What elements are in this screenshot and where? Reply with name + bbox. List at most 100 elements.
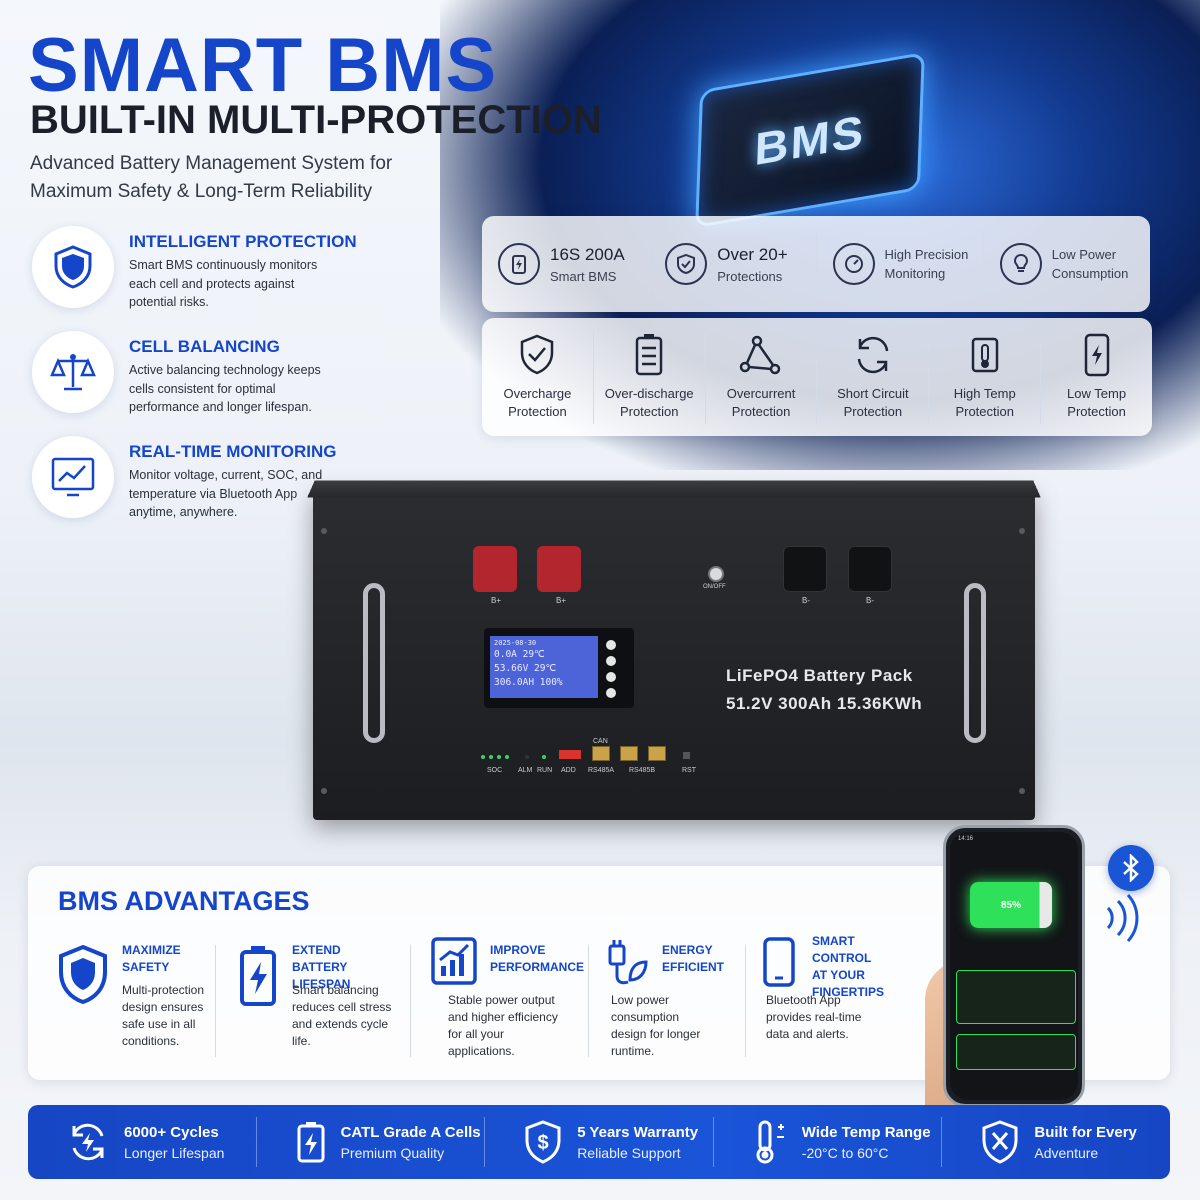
port-label: ADD	[561, 767, 576, 774]
feature-title: INTELLIGENT PROTECTION	[129, 232, 357, 251]
chip-label: BMS	[753, 104, 867, 176]
battery-top-edge	[307, 480, 1041, 498]
gauge-icon	[832, 243, 875, 285]
terminal-label: B+	[556, 596, 567, 605]
screw	[1019, 528, 1025, 534]
chart-monitor-icon	[32, 436, 114, 518]
positive-terminal	[473, 546, 517, 592]
divider	[215, 945, 216, 1057]
terminal-label: B-	[866, 596, 874, 605]
lcd-up-button[interactable]	[606, 672, 616, 682]
run-led	[542, 755, 546, 759]
right-handle	[964, 583, 986, 743]
alm-led	[525, 755, 529, 759]
lcd-menu-button[interactable]	[606, 640, 616, 650]
phone-time: 14:16	[958, 836, 974, 842]
battery-bolt-icon	[498, 243, 540, 285]
svg-text:$: $	[538, 1132, 549, 1154]
screw	[321, 788, 327, 794]
chart-up-icon	[431, 937, 477, 985]
bluetooth-icon	[1108, 845, 1154, 891]
battery-bolt-icon	[240, 946, 276, 1006]
spec-item: Over 20+Protections	[649, 234, 817, 294]
battery-bolt-icon	[297, 1122, 325, 1163]
port-label: RUN	[537, 767, 553, 774]
onoff-label: ON/OFF	[703, 584, 726, 590]
port-label: RS485A	[588, 767, 615, 774]
soc-led	[505, 755, 509, 759]
dollar-shield-icon: $	[525, 1120, 561, 1164]
lcd-display: 2025-08-30 0.0A 29℃ 53.66V 29℃ 306.0AH 1…	[484, 628, 634, 708]
lcd-screen: 2025-08-30 0.0A 29℃ 53.66V 29℃ 306.0AH 1…	[490, 636, 598, 698]
low-power-icon	[999, 243, 1042, 285]
port-label: RST	[682, 767, 696, 774]
screw	[321, 528, 327, 534]
plug-leaf-icon	[608, 940, 648, 985]
port-label: RS485B	[629, 767, 656, 774]
shield-tools-icon	[982, 1120, 1018, 1164]
battery-pack: B+ B+ B- B- ON/OFF 2025-08-30 0.0A 29℃ 5…	[307, 480, 1041, 820]
reset-button[interactable]	[683, 752, 690, 759]
power-button[interactable]	[708, 566, 724, 582]
shield-icon	[59, 944, 107, 1005]
port-label: SOC	[487, 767, 503, 774]
negative-terminal	[783, 546, 827, 592]
shield-check-icon	[665, 243, 708, 285]
port-label: CAN	[593, 738, 608, 745]
soc-led	[497, 755, 501, 759]
soc-led	[489, 755, 493, 759]
phone-bolt-icon	[1084, 333, 1109, 377]
bottom-item: Wide Temp Range-20°C to 60°C	[714, 1117, 943, 1167]
battery-soc-graphic: 85%	[970, 882, 1052, 928]
rs485b-port[interactable]	[648, 746, 666, 761]
port-label: ALM	[518, 767, 533, 774]
app-screen: 14:16 85%	[950, 832, 1078, 1100]
rs485a-port[interactable]	[620, 746, 638, 761]
divider	[410, 945, 411, 1057]
divider	[745, 945, 746, 1057]
page-subtitle: BUILT-IN MULTI-PROTECTION	[30, 98, 602, 142]
feature-text: Monitor voltage, current, SOC, and tempe…	[129, 468, 323, 519]
can-port[interactable]	[592, 746, 610, 761]
positive-terminal	[537, 546, 581, 592]
lcd-esc-button[interactable]	[606, 688, 616, 698]
feature-text: Smart BMS continuously monitors each cel…	[129, 258, 318, 309]
lcd-enter-button[interactable]	[606, 656, 616, 666]
address-dip-switch[interactable]	[559, 750, 581, 759]
feature-text: Active balancing technology keeps cells …	[129, 363, 321, 414]
battery-status-card	[956, 970, 1076, 1024]
overcurrent-icon	[739, 335, 781, 375]
thermometer-icon	[756, 1120, 784, 1164]
shield-icon	[32, 226, 114, 308]
advantages-title: BMS ADVANTAGES	[58, 886, 310, 916]
wireless-signal-icon	[1106, 893, 1139, 943]
refresh-icon	[857, 336, 889, 374]
cell-voltage-card	[956, 1034, 1076, 1070]
cycle-icon	[72, 1123, 104, 1161]
scale-icon	[32, 331, 114, 413]
soc-value: 85%	[1000, 899, 1021, 911]
smartphone-icon	[763, 937, 795, 987]
battery-discharge-icon	[635, 334, 663, 376]
divider	[588, 945, 589, 1057]
screw	[1019, 788, 1025, 794]
smartphone-app: 14:16 85%	[943, 825, 1085, 1107]
terminal-label: B-	[802, 596, 810, 605]
thermometer-icon	[971, 337, 998, 373]
left-handle	[363, 583, 385, 743]
